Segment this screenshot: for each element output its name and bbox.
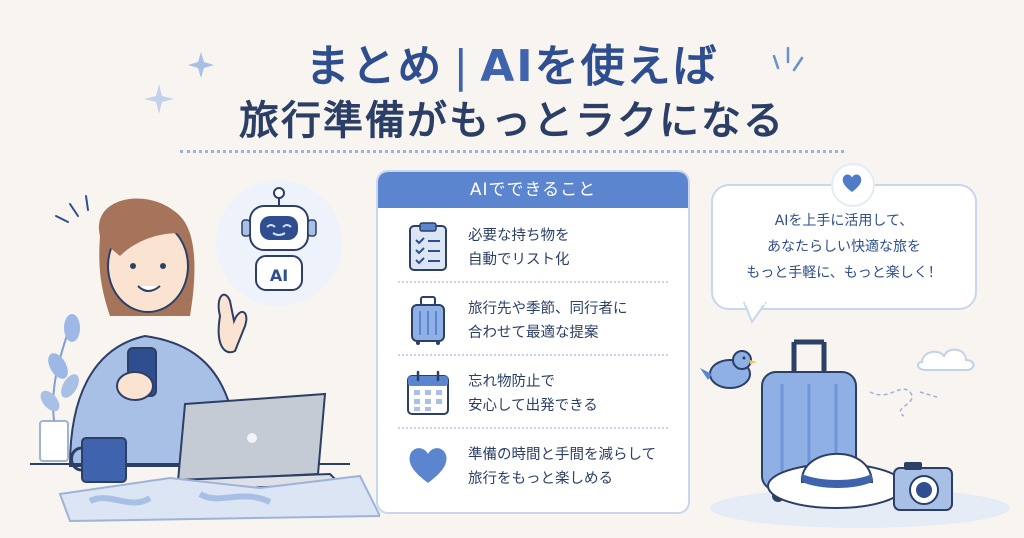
sparkle-icon (144, 84, 174, 114)
item-text: 必要な持ち物を 自動でリスト化 (468, 228, 570, 268)
item-text: 準備の時間と手間を減らして 旅行をもっと楽しめる (468, 447, 657, 487)
page-title: まとめ|AIを使えば (0, 30, 1024, 94)
item-text: 旅行先や季節、同行者に 合わせて最適な提案 (468, 301, 628, 341)
list-item: 準備の時間と手間を減らして 旅行をもっと楽しめる (378, 429, 688, 502)
title-ai: AI (480, 41, 535, 92)
suitcase-icon (411, 296, 445, 345)
bubble-tail (743, 302, 767, 325)
dotted-divider (180, 150, 844, 153)
robot-icon (241, 187, 317, 291)
bird-icon (700, 350, 757, 389)
sparkle-lines-icon (772, 46, 804, 72)
clipboard-checklist-icon (409, 222, 447, 271)
list-item: 旅行先や季節、同行者に 合わせて最適な提案 (378, 283, 688, 356)
heart-icon (409, 448, 447, 483)
plant-icon (39, 314, 80, 462)
title-separator: | (453, 41, 471, 92)
camera-icon (893, 462, 953, 511)
list-item: 必要な持ち物を 自動でリスト化 (378, 210, 688, 283)
page-subtitle: 旅行準備がもっとラクになる (239, 98, 785, 144)
sparkle-icon (188, 52, 214, 78)
item-text: 忘れ物防止で 安心して出発できる (468, 374, 598, 414)
title-part2: を使えば (534, 41, 719, 92)
hat-icon (767, 452, 905, 509)
list-item: 忘れ物防止で 安心して出発できる (378, 356, 688, 429)
heart-icon (842, 174, 862, 192)
title-part1: まとめ (305, 41, 444, 92)
ai-features-card: AIでできること 必要な持ち物を 自動でリスト化 旅行先や季節、同行者に 合わせ… (376, 170, 690, 514)
card-header: AIでできること (378, 172, 688, 208)
bubble-text: AIを上手に活用して、 あなたらしい快適な旅を もっと手軽に、もっと楽しく！ (746, 213, 942, 281)
calendar-icon (407, 370, 449, 415)
person-with-laptop-illustration (30, 195, 380, 523)
travel-items-illustration (700, 339, 1010, 528)
robot-ai-label: AI (269, 266, 289, 285)
cloud-icon (916, 348, 975, 371)
